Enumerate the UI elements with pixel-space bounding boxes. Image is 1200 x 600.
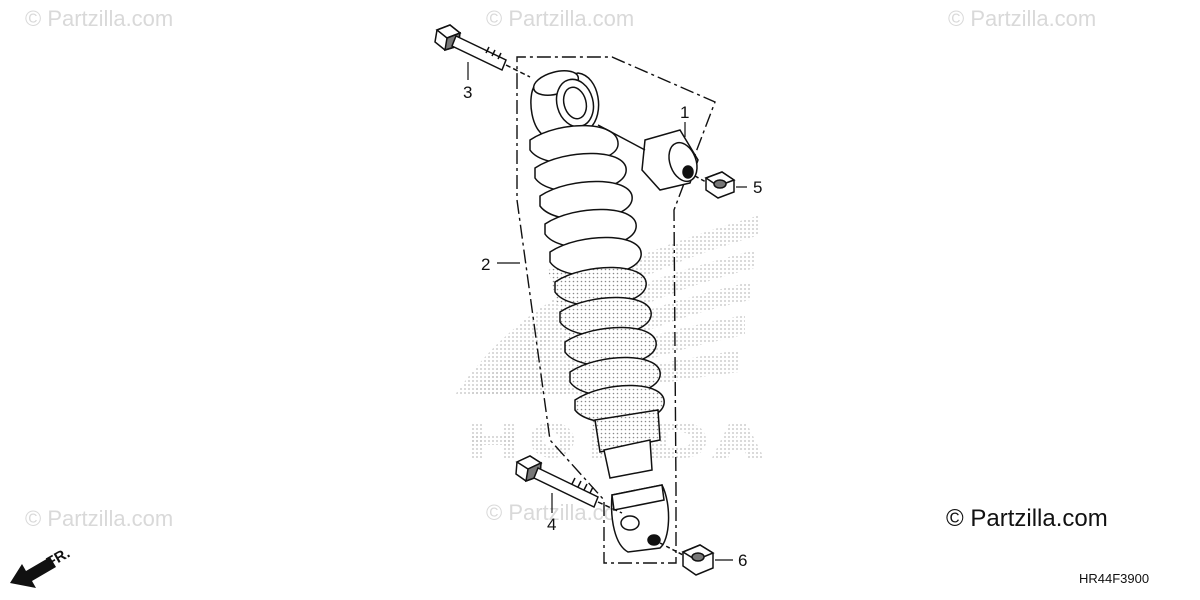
flange-nut-6: [659, 542, 715, 576]
callout-5: 5: [753, 178, 762, 197]
callout-3: 3: [463, 83, 472, 102]
bolt-lower-4: [515, 455, 623, 514]
watermark-top-right: © Partzilla.com: [948, 6, 1097, 31]
callout-leaders: [467, 62, 747, 561]
watermark-bottom-center: © Partzilla.com: [486, 500, 635, 525]
watermark-top-center: © Partzilla.com: [486, 6, 635, 31]
callout-6: 6: [738, 551, 747, 570]
shock-absorber-2: [529, 70, 670, 553]
callout-1: 1: [680, 103, 689, 122]
rubber-bushing-1: [597, 124, 699, 191]
bolt-upper-3: [434, 24, 531, 78]
flange-nut-5: [694, 171, 736, 199]
front-arrow-icon: [10, 557, 56, 588]
watermark-bottom-left: © Partzilla.com: [25, 506, 174, 531]
watermark-top-left: © Partzilla.com: [25, 6, 174, 31]
front-direction-indicator: FR.: [10, 545, 73, 588]
assembly-bracket-2: [516, 56, 716, 564]
callout-4: 4: [547, 515, 556, 534]
callout-2: 2: [481, 255, 490, 274]
copyright-notice: © Partzilla.com: [946, 505, 1108, 532]
diagram-code: HR44F3900: [1079, 571, 1150, 586]
